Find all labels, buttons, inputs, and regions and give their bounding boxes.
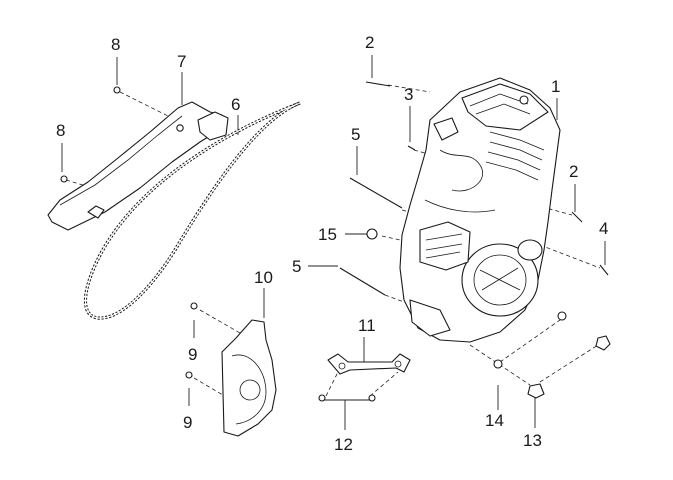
callout-2-right: 2 xyxy=(569,162,578,181)
callout-10: 10 xyxy=(254,268,273,287)
clamp-bracket xyxy=(318,353,411,402)
stator-cover-ribs xyxy=(425,233,463,259)
leader-14-dash xyxy=(499,319,561,363)
crankcase-seam xyxy=(424,199,496,213)
callout-5-top: 5 xyxy=(351,125,360,144)
bolt-3 xyxy=(407,145,416,151)
head-cover-rib-2 xyxy=(475,103,531,115)
nut-13-bottom xyxy=(527,383,545,399)
sprocket-cover-body xyxy=(221,319,277,437)
leader-4-dash xyxy=(539,244,601,269)
callout-3: 3 xyxy=(404,85,413,104)
callout-8-top: 8 xyxy=(111,35,120,54)
nut-13-top xyxy=(595,335,611,351)
bolt-5-top xyxy=(349,177,403,209)
callout-9-top: 9 xyxy=(188,345,197,364)
clutch-cover-mark xyxy=(479,267,521,291)
bolt-2-right xyxy=(571,211,583,223)
sprocket-cover-rib xyxy=(231,354,267,425)
bolt-12-left xyxy=(318,394,326,402)
clutch-cover-inner xyxy=(473,254,527,306)
chain-guard-ridge xyxy=(59,115,183,206)
callout-11: 11 xyxy=(358,316,376,335)
screw-8-left xyxy=(60,175,68,183)
bolt-4 xyxy=(599,264,609,276)
leader-2-top-dash xyxy=(387,84,431,93)
chain-guard-mount xyxy=(197,111,229,141)
clamp-body xyxy=(327,353,411,375)
callout-2-top: 2 xyxy=(365,33,374,52)
clamp-hole-right xyxy=(394,360,402,368)
head-cover-rib-1 xyxy=(469,93,529,107)
callout-1: 1 xyxy=(551,77,560,96)
clamp-hole-left xyxy=(338,362,346,370)
nuts-washers xyxy=(493,311,611,399)
bolt-2-top xyxy=(365,81,391,87)
bolts xyxy=(339,81,609,296)
leader-15-dash xyxy=(381,235,401,241)
chain-loop-inner xyxy=(84,102,301,319)
head-plug xyxy=(519,95,529,105)
leader-12-dash-b xyxy=(369,371,399,397)
callout-6: 6 xyxy=(231,95,240,114)
washer-14-bottom xyxy=(493,359,503,369)
bolt-5-bottom xyxy=(339,267,386,296)
chain-guard xyxy=(47,101,229,231)
washer-14-top xyxy=(557,311,567,321)
callout-4: 4 xyxy=(599,219,608,238)
callout-7: 7 xyxy=(177,52,186,71)
washer-15 xyxy=(366,228,378,240)
callout-8-left: 8 xyxy=(56,121,65,140)
screw-9-top xyxy=(190,302,198,310)
screw-9-bottom xyxy=(185,371,193,379)
leader-9-top-dash xyxy=(199,309,241,334)
intake-port xyxy=(433,117,459,141)
leader-13-dash xyxy=(539,344,599,383)
cylinder-fins xyxy=(485,131,545,181)
drive-chain xyxy=(83,101,301,320)
leader-2-right-dash xyxy=(534,204,573,216)
callout-13: 13 xyxy=(523,431,542,450)
chain-guard-hole xyxy=(176,124,184,132)
stator-cover xyxy=(419,221,471,271)
callout-5-bottom: 5 xyxy=(292,257,301,276)
callout-15: 15 xyxy=(318,225,337,244)
screws-8 xyxy=(60,86,121,183)
cylinder-head-cover xyxy=(461,83,549,131)
sprocket-cover-boss xyxy=(239,379,261,401)
engine-assembly xyxy=(399,77,561,343)
bolt-12-right xyxy=(368,394,376,402)
callout-12: 12 xyxy=(334,435,353,454)
engine-lower-mount xyxy=(409,299,451,337)
callout-9-bottom: 9 xyxy=(183,413,192,432)
leader-3-dash xyxy=(413,149,436,157)
sprocket-cover xyxy=(185,302,277,437)
screw-8-top xyxy=(113,86,121,94)
callout-14: 14 xyxy=(485,411,504,430)
leader-12-dash-a xyxy=(325,371,339,397)
oil-filler xyxy=(517,239,543,261)
coolant-hose xyxy=(439,149,483,192)
callout-labels: 1 2 2 3 4 5 5 6 7 8 8 9 9 10 11 12 13 14… xyxy=(56,33,608,454)
chain-guard-tab xyxy=(87,205,105,219)
chain-guard-body xyxy=(47,101,223,231)
